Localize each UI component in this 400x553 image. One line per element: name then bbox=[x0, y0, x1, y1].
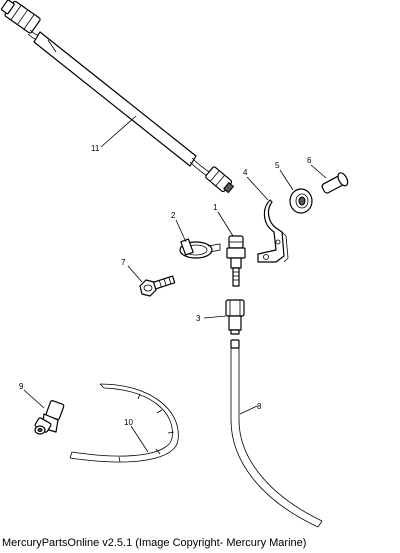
hose-clamp[interactable] bbox=[179, 238, 221, 259]
callout-10: 10 bbox=[124, 418, 133, 427]
callout-3: 3 bbox=[196, 314, 201, 323]
grommet[interactable] bbox=[289, 188, 313, 214]
callout-labels: 11 1 2 4 5 6 7 3 8 9 10 bbox=[19, 144, 312, 427]
pressure-sensor[interactable] bbox=[226, 235, 246, 287]
callout-1: 1 bbox=[213, 203, 218, 212]
adapter-fitting[interactable] bbox=[225, 299, 245, 335]
callout-4: 4 bbox=[243, 168, 248, 177]
callout-7: 7 bbox=[121, 258, 126, 267]
leader-lines bbox=[23, 115, 327, 453]
callout-6: 6 bbox=[307, 156, 312, 165]
bolt[interactable] bbox=[139, 275, 176, 297]
wiring-harness[interactable] bbox=[0, 0, 235, 195]
image-caption: MercuryPartsOnline v2.5.1 (Image Copyrig… bbox=[2, 537, 307, 549]
callout-9: 9 bbox=[19, 382, 24, 391]
callout-11: 11 bbox=[91, 144, 100, 153]
callout-8: 8 bbox=[257, 402, 262, 411]
mounting-bracket[interactable] bbox=[257, 199, 289, 263]
tubing[interactable] bbox=[230, 339, 323, 528]
callout-2: 2 bbox=[171, 211, 176, 220]
band-strap[interactable] bbox=[69, 383, 179, 463]
callout-5: 5 bbox=[275, 161, 280, 170]
elbow-fitting[interactable] bbox=[34, 400, 65, 435]
plug-sleeve[interactable] bbox=[320, 171, 350, 196]
